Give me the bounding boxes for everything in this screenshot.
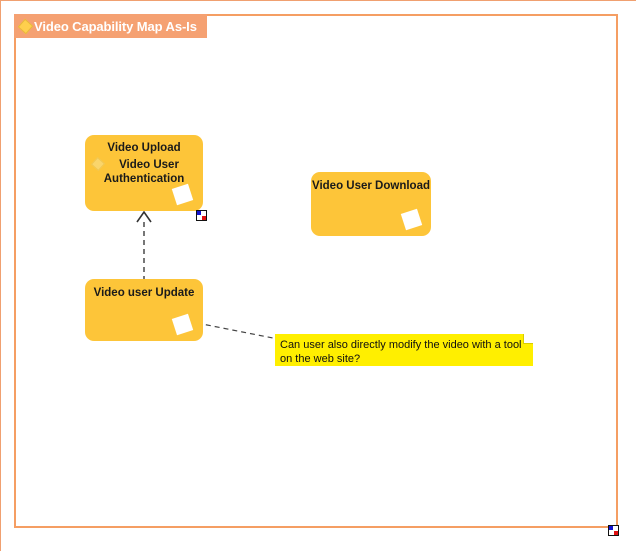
note-fold-corner (523, 334, 533, 344)
note-text-line-1: Can user also directly modify the video … (280, 339, 522, 351)
gold-diamond-icon (17, 18, 34, 34)
capability-subtitle-line-1: Video User (119, 159, 179, 171)
capability-subtitle-line-2: Authentication (103, 173, 185, 185)
capability-marker-icon (171, 313, 194, 336)
page-title: Video Capability Map As-Is (34, 18, 197, 34)
capability-node-video-upload[interactable]: Video Upload Video User Authentication (85, 135, 203, 211)
capability-title: Video Upload (107, 142, 181, 154)
element-link-indicator[interactable] (196, 210, 207, 221)
capability-node-video-user-download[interactable]: Video User Download (311, 172, 431, 236)
indicator-blue-dot (197, 211, 201, 215)
note-comment[interactable]: Can user also directly modify the video … (275, 334, 533, 366)
capability-title: Video User Download (311, 180, 430, 192)
diagram-frame (14, 14, 618, 528)
diagram-title-tab[interactable]: Video Capability Map As-Is (14, 14, 207, 38)
capability-marker-icon (171, 183, 194, 206)
capability-node-video-user-update[interactable]: Video user Update (85, 279, 203, 341)
capability-title: Video user Update (93, 287, 195, 299)
diagram-link-indicator[interactable] (608, 525, 619, 536)
indicator-blue-dot (609, 526, 613, 530)
capability-marker-icon (400, 208, 423, 231)
note-text-line-2: on the web site? (280, 353, 361, 365)
indicator-red-dot (202, 216, 206, 220)
indicator-red-dot (614, 531, 618, 535)
